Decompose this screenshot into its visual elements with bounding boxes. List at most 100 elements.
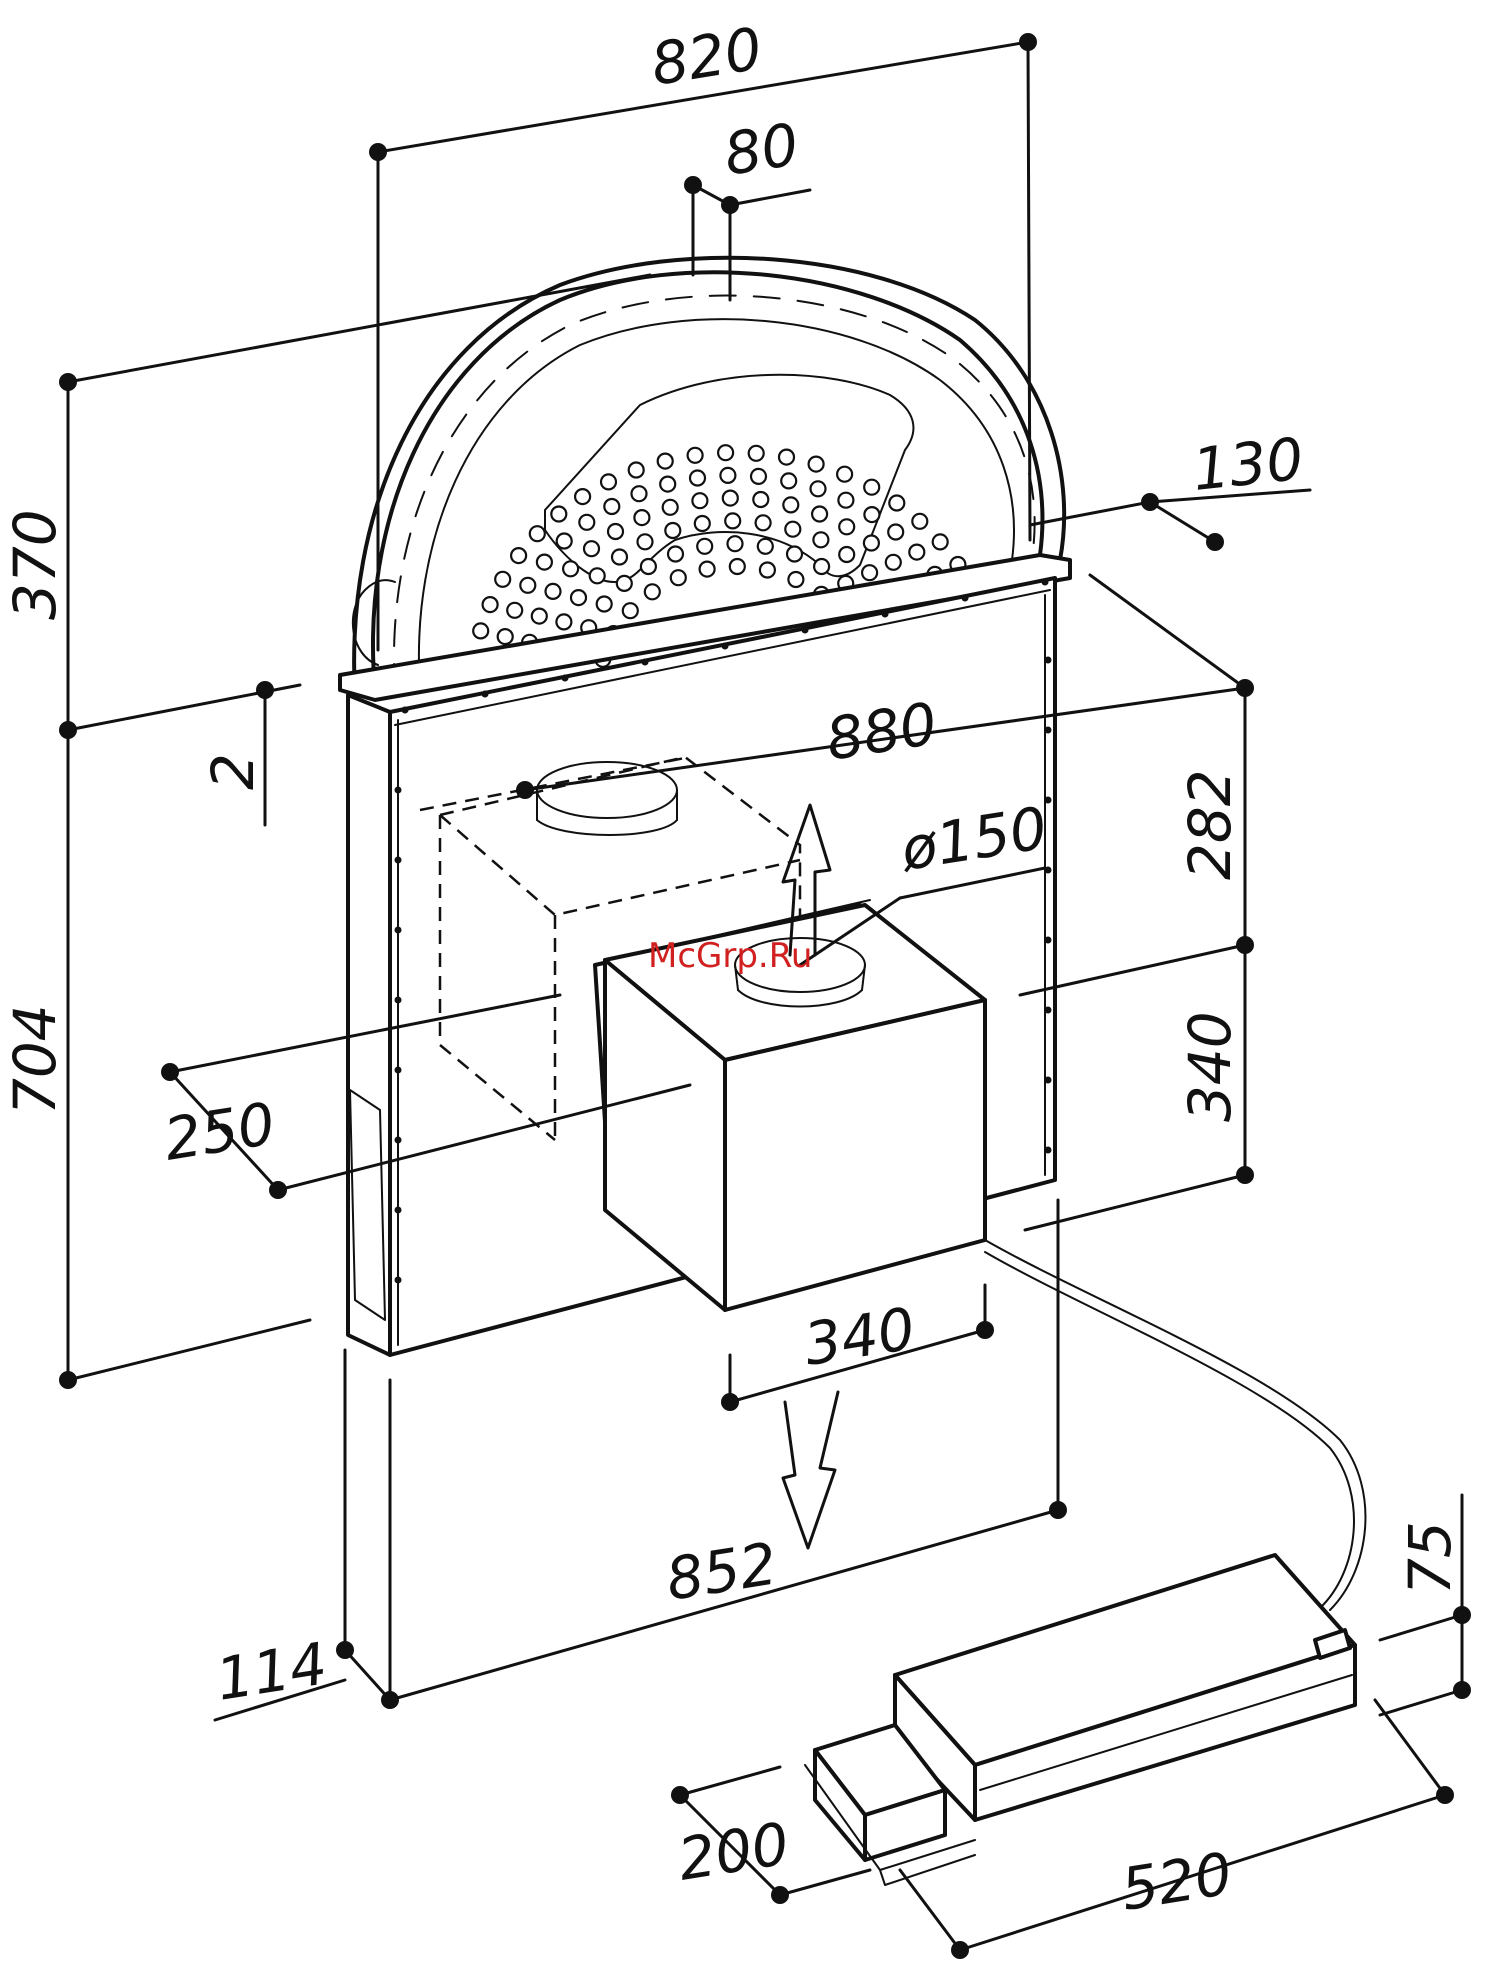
grille-hole [889,496,904,511]
dim-704: 704 [1,1004,69,1115]
rivet [562,675,569,682]
grille-hole [579,515,594,530]
rivet [482,691,489,698]
grille-hole [556,614,571,629]
rivet [395,1067,402,1074]
grille-hole [839,547,854,562]
grille-hole [638,534,653,549]
rivet [802,627,809,634]
grille-hole [730,559,745,574]
rivet [722,643,729,650]
grille-hole [632,486,647,501]
grille-hole [658,454,673,469]
grille-hole [912,514,927,529]
grille-hole [537,555,552,570]
grille-hole [532,609,547,624]
grille-hole [909,545,924,560]
rivet [1045,1077,1052,1084]
grille-hole [700,562,715,577]
grille-hole [720,468,735,483]
grille-hole [608,524,623,539]
grille-hole [749,446,764,461]
grille-hole [571,590,586,605]
grille-hole [864,480,879,495]
dim-852: 852 [662,1529,782,1613]
grille-hole [812,507,827,522]
grille-hole [888,525,903,540]
rivet [395,997,402,1004]
grille-hole [788,572,803,587]
grille-hole [629,463,644,478]
grille-hole [725,513,740,528]
rivet [1045,727,1052,734]
dim-820: 820 [647,14,767,98]
air-down-arrow [783,1392,838,1548]
rivet [1042,579,1049,586]
dim-2: 2 [199,753,267,790]
rivet [962,595,969,602]
grille-hole [563,561,578,576]
grille-hole [617,576,632,591]
grille-hole [718,445,733,460]
grille-hole [779,450,794,465]
grille-hole [697,539,712,554]
rivet [395,1277,402,1284]
rivet [1045,937,1052,944]
dim-114: 114 [212,1629,332,1713]
grille-hole [886,555,901,570]
control-unit [805,1555,1355,1885]
dim-130: 130 [1189,425,1306,504]
grille-hole [575,489,590,504]
grille-hole [660,477,675,492]
grille-hole [809,457,824,472]
grille-hole [785,522,800,537]
grille-hole [814,559,829,574]
dim-80: 80 [720,110,804,189]
grille-hole [838,493,853,508]
grille-hole [756,515,771,530]
grille-hole [837,467,852,482]
rivet [1045,797,1052,804]
grille-hole [751,469,766,484]
dim-340-vertical: 340 [1176,1011,1244,1122]
grille-hole [546,584,561,599]
rivet [395,927,402,934]
grille-hole [597,597,612,612]
grille-hole [813,532,828,547]
grille-hole [862,565,877,580]
grille-hole [483,597,498,612]
grille-hole [601,474,616,489]
grille-hole [668,547,683,562]
rivet [642,659,649,666]
grille-hole [557,534,572,549]
grille-hole [530,526,545,541]
rivet [1045,867,1052,874]
grille-hole [604,499,619,514]
rivet [1045,1147,1052,1154]
grille-hole [760,563,775,578]
grille-hole [511,548,526,563]
grille-hole [584,541,599,556]
grille-hole [473,623,488,638]
grille-hole [665,523,680,538]
dim-370: 370 [1,509,69,620]
watermark: McGrp.Ru [648,936,812,976]
grille-hole [634,510,649,525]
rivet [1045,1007,1052,1014]
grille-hole [623,603,638,618]
grille-hole [612,550,627,565]
grille-hole [690,471,705,486]
dim-200: 200 [674,1809,794,1893]
grille-hole [590,568,605,583]
grille-hole [728,536,743,551]
grille-hole [498,629,513,644]
grille-hole [781,473,796,488]
rivet [395,1137,402,1144]
power-cable [985,1240,1365,1610]
grille-hole [645,584,660,599]
dim-75: 75 [1396,1521,1464,1595]
dim-520: 520 [1117,1839,1237,1923]
dim-250: 250 [160,1089,280,1173]
grille-hole [839,519,854,534]
grille-hole [641,559,656,574]
